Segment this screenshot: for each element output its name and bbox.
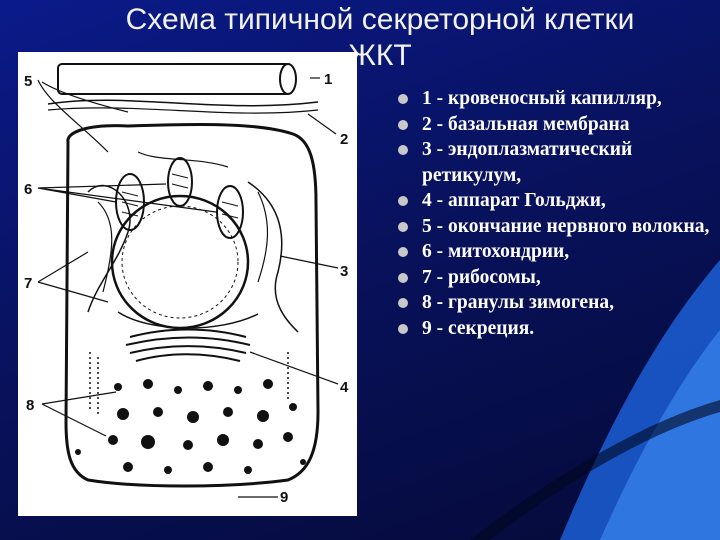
legend-item: 4 - аппарат Гольджи,	[398, 188, 713, 214]
bullet-icon	[398, 298, 408, 308]
legend-text: 8 - гранулы зимогена,	[422, 292, 614, 313]
legend-item: 7 - рибосомы,	[398, 265, 713, 291]
figure-label-7: 7	[24, 275, 32, 292]
legend-text: 2 - базальная мембрана	[422, 113, 630, 135]
figure-label-8: 8	[26, 397, 34, 414]
bullet-icon	[398, 119, 408, 130]
figure-label-9: 9	[280, 489, 288, 506]
legend-item: 3 - эндоплазматический ретикулум,	[398, 137, 713, 188]
capillary-end	[279, 63, 297, 95]
legend-item: 6 - митохондрии,	[398, 239, 713, 265]
cell-illustration: 1 2 3 4 5 6 7 8 9	[24, 63, 349, 506]
mitochondrion-3	[216, 185, 244, 239]
figure-label-6: 6	[24, 181, 32, 198]
figure-label-4: 4	[340, 379, 349, 396]
golgi-1	[129, 328, 247, 338]
mitochondrion-2	[167, 157, 193, 207]
bullet-icon	[398, 247, 408, 257]
legend-text: 5 - окончание нервного волокна,	[422, 215, 710, 237]
legend-item: 8 - гранулы зимогена,	[398, 290, 713, 316]
capillary-shape	[57, 63, 291, 95]
legend-text: 9 - секреция.	[422, 317, 535, 339]
cell-outline	[64, 122, 320, 488]
legend-item: 1 - кровеносный капилляр,	[398, 86, 713, 112]
bullet-icon	[398, 221, 408, 232]
bullet-icon	[398, 272, 408, 283]
bullet-icon	[398, 196, 408, 206]
figure-label-2: 2	[340, 131, 348, 148]
legend-item: 2 - базальная мембрана	[398, 112, 713, 138]
cell-diagram: 1 2 3 4 5 6 7 8 9	[18, 52, 357, 516]
legend-text: 1 - кровеносный капилляр,	[422, 88, 662, 109]
legend-list: 1 - кровеносный капилляр, 2 - базальная …	[398, 86, 713, 341]
title-line-1: Схема типичной секреторной клетки	[125, 3, 635, 36]
bullet-icon	[398, 323, 408, 334]
figure-label-3: 3	[340, 263, 348, 280]
figure-label-1: 1	[324, 71, 332, 88]
legend-text: 6 - митохондрии,	[422, 241, 570, 262]
legend-text: 7 - рибосомы,	[422, 266, 541, 288]
legend-text: 4 - аппарат Гольджи,	[422, 190, 606, 211]
figure-label-5: 5	[24, 73, 32, 90]
legend-item: 9 - секреция.	[398, 316, 713, 342]
bullet-icon	[398, 145, 408, 155]
slide-title: Схема типичной секреторной клетки ЖКТ	[60, 2, 700, 74]
bullet-icon	[398, 94, 408, 104]
legend-item: 5 - окончание нервного волокна,	[398, 214, 713, 240]
legend-text: 3 - эндоплазматический ретикулум,	[422, 139, 633, 186]
title-line-2: ЖКТ	[348, 39, 412, 72]
